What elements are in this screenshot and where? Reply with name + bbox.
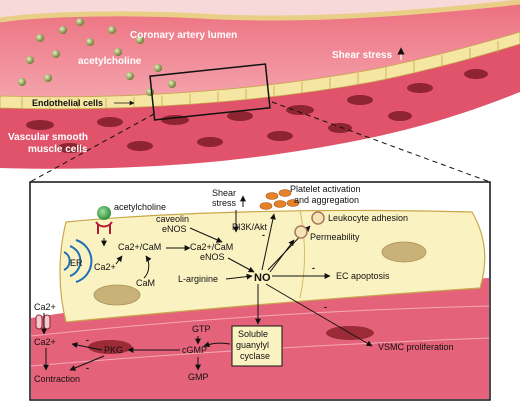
ec-apoptosis-label: EC apoptosis: [336, 271, 390, 281]
apoptosis-inhibit-sign: -: [312, 263, 315, 273]
ca-cam-label-2: Ca2+/CaM: [190, 242, 233, 252]
acetylcholine-particles: [18, 18, 176, 96]
zoom-region-box: [149, 63, 271, 121]
endothelial-band: [0, 31, 520, 110]
gmp-label: GMP: [188, 372, 209, 382]
sgc-label-2: guanylyl: [236, 340, 269, 350]
sgc-box: [231, 325, 283, 367]
no-label: NO: [254, 272, 271, 284]
ca-cam-label-1: Ca2+/CaM: [118, 242, 161, 252]
er-icon: [63, 239, 93, 283]
shear-label-1: Shear: [212, 188, 236, 198]
er-label: ER: [70, 258, 83, 268]
acetylcholine-inset-label: acetylcholine: [114, 202, 166, 212]
vsmc-proliferation-label: VSMC proliferation: [378, 342, 454, 352]
platelet-inhibit-sign: -: [262, 230, 265, 240]
l-arginine-label: L-arginine: [178, 274, 218, 284]
contraction-label: Contraction: [34, 374, 80, 384]
pkg-inhibit-sign-1: -: [86, 335, 89, 345]
ca-smc-label-1: Ca2+: [34, 302, 56, 312]
acetylcholine-vessel-label: acetylcholine: [78, 56, 142, 67]
shear-label-2: stress: [212, 198, 237, 208]
platelet-icons: [259, 189, 300, 210]
upper-endothelium: [0, 0, 520, 20]
inset-ec-nucleus-2: [381, 241, 427, 263]
pkg-inhibit-sign-2: -: [86, 363, 89, 373]
ca-ion-label: Ca2+: [94, 262, 116, 272]
platelet-label-1: Platelet activation: [290, 184, 361, 194]
caveolin-label: caveolin: [156, 214, 189, 224]
pi3k-akt-label: PI3K/Akt: [232, 222, 268, 232]
cgmp-label: cGMP: [182, 345, 207, 355]
calcium-channel-icon: [35, 314, 51, 330]
lumen-label: Coronary artery lumen: [130, 30, 237, 41]
platelet-label-2: and aggregation: [294, 195, 359, 205]
sgc-label-1: Soluble: [238, 329, 268, 339]
leukocyte-icon: [311, 211, 325, 225]
vsmc-inhibit-sign: -: [324, 302, 327, 312]
sgc-label-3: cyclase: [240, 351, 270, 361]
receptor-icon: [95, 221, 113, 234]
permeability-label: Permeability: [310, 232, 360, 242]
inset-endothelial-cell: [59, 209, 486, 323]
leukocyte-label: Leukocyte adhesion: [328, 213, 408, 223]
gtp-label: GTP: [192, 324, 211, 334]
ca-smc-label-2: Ca2+: [34, 337, 56, 347]
enos-caveolin-label: eNOS: [162, 224, 187, 234]
muscle-nuclei: [26, 69, 488, 153]
endothelial-cells-label: Endothelial cells: [32, 98, 103, 108]
inset-ec-nucleus-1: [93, 284, 141, 306]
inset-panel: ER acetylcholine caveolin eNOS Ca2+ Ca2+…: [29, 181, 491, 401]
smooth-muscle-label-1: Vascular smooth: [8, 132, 88, 143]
permeability-icon: [294, 225, 308, 239]
inset-muscle-nucleus-1: [88, 340, 132, 354]
enos-active-label: eNOS: [200, 252, 225, 262]
shear-stress-vessel-label: Shear stress: [332, 50, 392, 61]
pkg-label: PKG: [104, 345, 123, 355]
acetylcholine-molecule-icon: [97, 206, 111, 220]
cam-label: CaM: [136, 278, 155, 288]
smooth-muscle-label-2: muscle cells: [28, 144, 88, 155]
vessel-illustration: Coronary artery lumen acetylcholine Shea…: [0, 0, 520, 183]
